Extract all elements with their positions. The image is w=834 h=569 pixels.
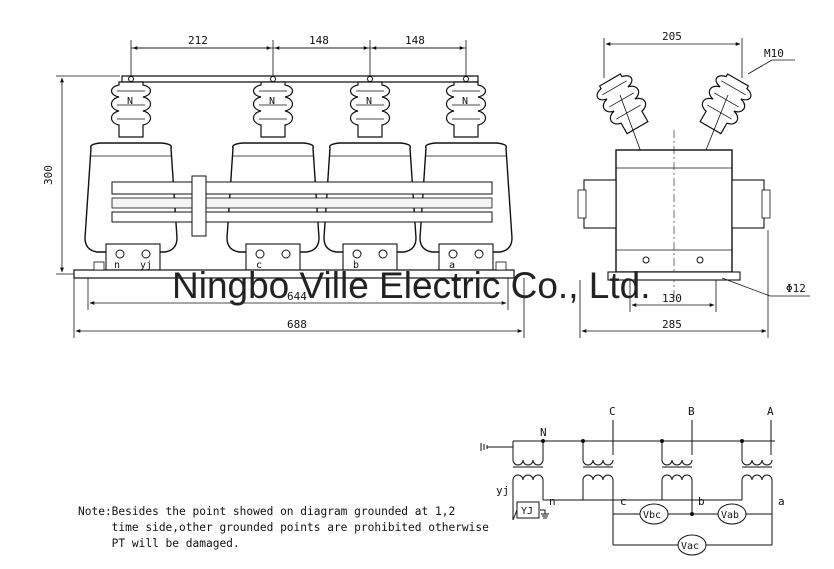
callout-hole: Φ12	[786, 282, 806, 295]
dim-spacing-1: 212	[188, 34, 208, 47]
wiring-schematic	[480, 420, 775, 556]
note-line-2: time side,other grounded points are proh…	[78, 521, 489, 534]
secondary-label-a: a	[778, 495, 785, 508]
phase-label-a: A	[767, 405, 774, 418]
dim-side-total: 285	[662, 318, 682, 331]
callout-bolt: M10	[764, 47, 784, 60]
neutral-label: N	[540, 426, 547, 439]
dim-spacing-3: 148	[405, 34, 425, 47]
terminal-label-n: n	[114, 260, 120, 271]
dim-spacing-2: 148	[309, 34, 329, 47]
terminal-label-a: a	[449, 260, 455, 271]
secondary-label-c: c	[620, 495, 627, 508]
meter-vab: Vab	[721, 510, 739, 521]
front-view: 212 148 148 300 N N N N	[42, 34, 525, 338]
dim-total-length: 688	[287, 318, 307, 331]
phase-label-c: C	[609, 405, 616, 418]
note-line-3: PT will be damaged.	[78, 537, 240, 550]
side-view: 205 M10 Φ12 130 2	[577, 30, 810, 338]
bushing-label-4: N	[462, 96, 468, 107]
phase-label-b: B	[688, 405, 695, 418]
terminal-label-b: b	[353, 260, 359, 271]
bushing-label-2: N	[269, 96, 275, 107]
bushing-label-3: N	[366, 96, 372, 107]
relay-label: YJ	[521, 506, 533, 517]
meter-vbc: Vbc	[643, 510, 661, 521]
secondary-label-b: b	[698, 495, 705, 508]
dim-height: 300	[42, 165, 55, 185]
terminal-label-yj: yj	[140, 260, 152, 271]
dim-side-mount: 130	[662, 292, 682, 305]
secondary-label-n: n	[549, 495, 556, 508]
secondary-label-yj: yj	[496, 484, 509, 497]
bushing-label-1: N	[127, 96, 133, 107]
dim-side-top: 205	[662, 30, 682, 43]
schematic-labels: C B A N yj n c b a YJ Vbc Vab Vac	[496, 405, 785, 552]
note-line-1: Note:Besides the point showed on diagram…	[78, 505, 456, 518]
watermark: Ningbo Ville Electric Co., Ltd.	[172, 265, 651, 306]
dim-mount-span: 644	[287, 290, 307, 303]
grounding-note: Note:Besides the point showed on diagram…	[78, 504, 489, 552]
terminal-label-c: c	[256, 260, 262, 271]
meter-vac: Vac	[681, 541, 699, 552]
